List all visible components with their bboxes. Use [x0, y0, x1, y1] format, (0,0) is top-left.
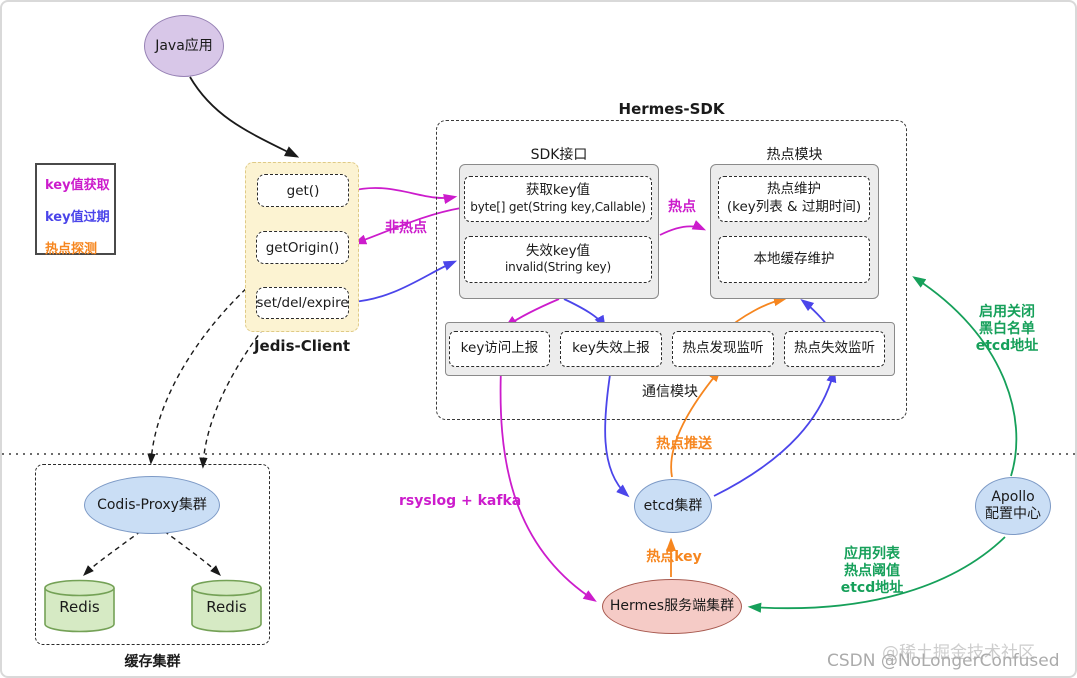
etcd-label: etcd集群: [643, 497, 703, 514]
java-app-label: Java应用: [155, 37, 213, 54]
apollo-to-server-line1: 应用列表: [844, 546, 900, 562]
etcd-node: etcd集群: [634, 479, 712, 533]
java-app-node: Java应用: [144, 15, 224, 77]
comm-hotspot-discover-listen-label: 热点发现监听: [682, 340, 764, 357]
hotspot-maintain-line2: (key列表 & 过期时间): [726, 199, 862, 215]
comm-key-invalid-report-label: key失效上报: [572, 340, 650, 357]
edge-label-rsyslog-kafka: rsyslog + kafka: [399, 493, 522, 509]
edge-keyreport-to-hermes-server: [499, 367, 597, 602]
jedis-method-get-label: get(): [286, 182, 320, 199]
edge-etcd-to-invalidlisten: [713, 368, 837, 497]
redis2-label: Redis: [206, 598, 247, 616]
jedis-method-setdelexpire-label: set/del/expire: [256, 295, 349, 311]
hotspot-module-title: 热点模块: [766, 147, 823, 163]
redis-cylinder-2: [191, 579, 262, 633]
edge-label-hotspot-key: 热点key: [646, 549, 702, 565]
codis-proxy-node: Codis-Proxy集群: [84, 476, 220, 534]
edge-setdel-to-invalid: [351, 260, 458, 303]
sdk-get-box: 获取key值 byte[] get(String key,Callable): [464, 176, 652, 222]
legend-item-0: key值获取: [45, 178, 110, 193]
comm-key-access-report-label: key访问上报: [460, 340, 539, 357]
codis-proxy-label: Codis-Proxy集群: [97, 496, 207, 513]
edge-label-hotspot-push: 热点推送: [656, 436, 712, 452]
sdk-get-line1: 获取key值: [525, 182, 591, 199]
jedis-method-getorigin-label: getOrigin(): [265, 239, 340, 256]
watermark-juejin: @稀土掘金技术社区: [882, 643, 1035, 663]
apollo-to-sdk-line3: etcd地址: [975, 338, 1039, 354]
edge-nonhotspot-to-getorigin: [352, 207, 462, 245]
jedis-method-get: get(): [257, 174, 349, 207]
apollo-label-line1: Apollo: [991, 489, 1035, 506]
edge-get-to-sdkget: [350, 187, 458, 204]
edge-etcd-to-discoverlisten: [670, 368, 722, 478]
hotspot-maintain-box: 热点维护 (key列表 & 过期时间): [718, 176, 870, 222]
hermes-server-node: Hermes服务端集群: [602, 579, 742, 634]
edge-setdel-to-codis: [199, 320, 270, 469]
watermark-csdn: CSDN @NoLongerConfused: [827, 651, 1060, 671]
sdk-invalid-line2: invalid(String key): [505, 260, 611, 275]
edge-apollo-to-hermes-server: [747, 536, 1006, 613]
comm-hotspot-discover-listen: 热点发现监听: [672, 331, 774, 367]
legend-item-2: 热点探测: [45, 242, 98, 257]
local-cache-box: 本地缓存维护: [718, 236, 870, 283]
edge-invalidreport-to-etcd: [604, 367, 630, 498]
legend: key值获取 key值过期 热点探测: [35, 163, 116, 257]
edge-label-non-hotspot: 非热点: [385, 220, 427, 236]
edge-label-hotspot: 热点: [668, 199, 696, 215]
local-cache-line1: 本地缓存维护: [753, 250, 835, 267]
apollo-to-server-line2: 热点阈值: [844, 563, 900, 579]
jedis-method-setdelexpire: set/del/expire: [256, 287, 349, 319]
apollo-to-sdk-line2: 黑白名单: [979, 321, 1035, 337]
edge-label-apollo-to-sdk: 启用关闭 黑白名单 etcd地址: [957, 304, 1057, 355]
sdk-interface-title: SDK接口: [530, 147, 588, 163]
apollo-label-line2: 配置中心: [985, 506, 1041, 522]
edge-label-apollo-to-server: 应用列表 热点阈值 etcd地址: [822, 546, 922, 597]
apollo-node: Apollo 配置中心: [975, 477, 1051, 535]
hermes-sdk-title: Hermes-SDK: [618, 100, 725, 118]
edge-codis-to-redis2: [163, 530, 221, 576]
legend-item-1: key值过期: [45, 210, 110, 225]
edge-java-to-jedis: [189, 76, 300, 158]
sdk-get-line2: byte[] get(String key,Callable): [470, 199, 646, 214]
jedis-method-getorigin: getOrigin(): [256, 231, 349, 264]
comm-key-invalid-report: key失效上报: [560, 331, 662, 367]
sdk-invalid-line1: 失效key值: [525, 242, 591, 259]
redis1-label: Redis: [59, 598, 100, 616]
edge-apollo-to-sdk: [912, 276, 1018, 477]
hermes-server-label: Hermes服务端集群: [609, 598, 735, 615]
comm-hotspot-invalid-listen: 热点失效监听: [784, 331, 885, 367]
jedis-client-title: Jedis-Client: [253, 337, 351, 355]
edge-sdk-to-hotspot-module: [659, 220, 707, 236]
hermes-sdk-container: [436, 120, 907, 420]
redis-cylinder-1: [44, 579, 115, 633]
comm-hotspot-invalid-listen-label: 热点失效监听: [794, 340, 875, 357]
sdk-invalid-box: 失效key值 invalid(String key): [464, 236, 652, 283]
comm-key-access-report: key访问上报: [449, 331, 550, 367]
hotspot-maintain-line1: 热点维护: [767, 181, 821, 198]
comm-module-title: 通信模块: [642, 384, 698, 400]
apollo-to-server-line3: etcd地址: [840, 580, 904, 596]
apollo-to-sdk-line1: 启用关闭: [979, 304, 1035, 320]
cache-cluster-title: 缓存集群: [124, 654, 181, 670]
edge-codis-to-redis1: [83, 530, 142, 576]
